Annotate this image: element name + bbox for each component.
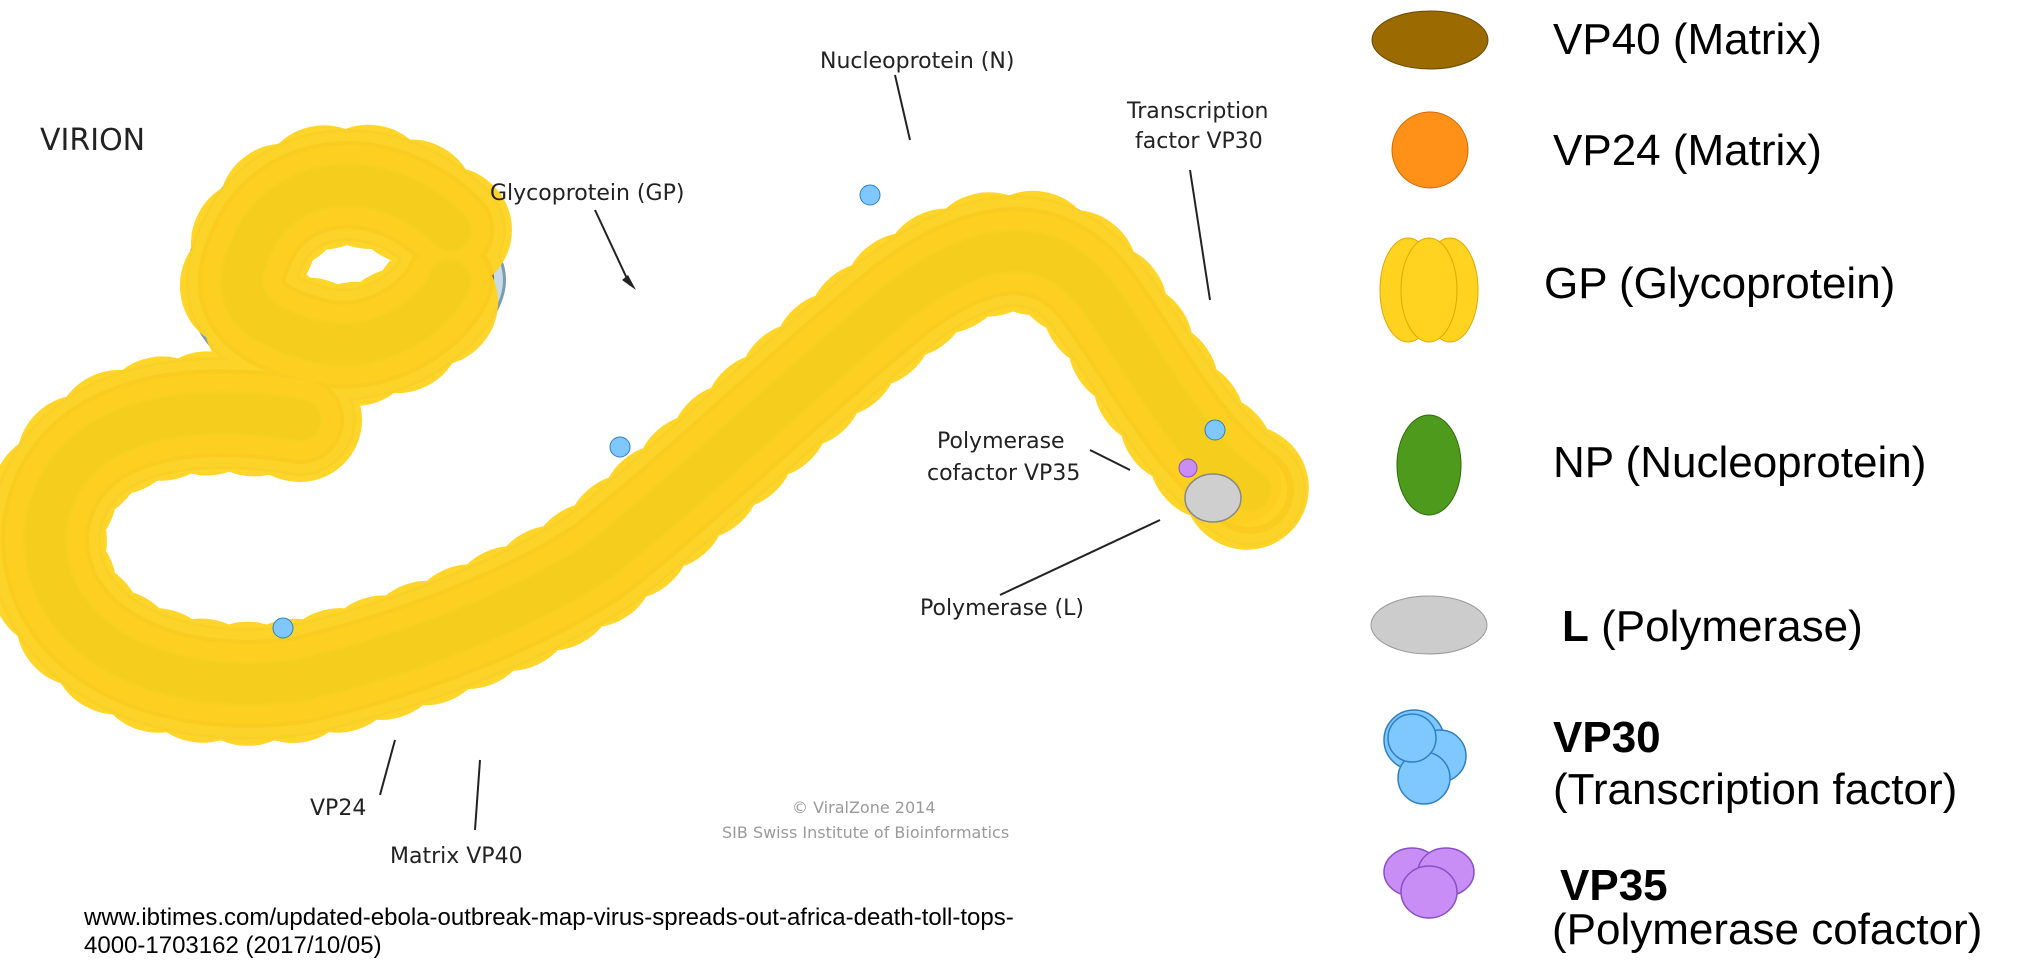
polymerase-particle (1185, 474, 1241, 522)
legend-label-vp40: VP40 (Matrix) (1553, 14, 1822, 66)
legend-label-gp: GP (Glycoprotein) (1544, 258, 1895, 310)
legend: VP40 (Matrix) VP24 (Matrix) GP (Glycopro… (1330, 0, 2037, 957)
label-polymerase-cofactor-line1: Polymerase (937, 429, 1065, 454)
nucleoprotein-icon (1350, 410, 1500, 520)
vp35-particle (1179, 459, 1197, 477)
label-polymerase-cofactor-line2: cofactor VP35 (927, 461, 1080, 486)
polymerase-icon (1350, 585, 1500, 665)
vp35-icon (1350, 840, 1500, 930)
source-citation: www.ibtimes.com/updated-ebola-outbreak-m… (84, 904, 1024, 960)
legend-label-np: NP (Nucleoprotein) (1553, 437, 1926, 489)
vp30-icon (1350, 692, 1500, 812)
vp40-matrix-icon (1350, 0, 1500, 80)
label-polymerase: Polymerase (L) (920, 596, 1084, 621)
legend-text-polymerase: (Polymerase) (1589, 602, 1863, 651)
label-glycoprotein: Glycoprotein (GP) (490, 181, 684, 206)
copyright-line2: SIB Swiss Institute of Bioinformatics (722, 823, 1009, 842)
label-transcription-line2: factor VP30 (1135, 129, 1263, 154)
legend-label-vp24: VP24 (Matrix) (1553, 125, 1822, 177)
legend-bold-vp35-text: VP35 (1560, 861, 1668, 910)
legend-label-vp30: (Transcription factor) (1553, 764, 1957, 816)
legend-bold-l: L (1562, 602, 1589, 651)
label-transcription-line1: Transcription (1126, 99, 1269, 124)
label-vp24: VP24 (310, 796, 366, 821)
vp30-particle (610, 437, 630, 457)
ebola-virion-diagram: VIRION Nucleoprotein (N) Glycoprotein (G… (0, 0, 1330, 900)
copyright-line1: © ViralZone 2014 (792, 798, 936, 817)
legend-bold-vp30: VP30 (1553, 712, 1661, 764)
legend-label-polymerase: L (Polymerase) (1562, 601, 1863, 653)
label-nucleoprotein: Nucleoprotein (N) (820, 49, 1014, 74)
vp30-particle (1205, 420, 1225, 440)
vp30-particle (860, 185, 880, 205)
glycoprotein-icon (1350, 232, 1500, 352)
vp30-particle (273, 618, 293, 638)
glycoprotein-arrowhead (622, 275, 636, 290)
virion-title: VIRION (40, 123, 145, 158)
legend-bold-vp30-text: VP30 (1553, 713, 1661, 762)
vp24-matrix-icon (1350, 105, 1500, 195)
label-matrix-vp40: Matrix VP40 (390, 844, 523, 869)
legend-label-vp35: (Polymerase cofactor) (1552, 904, 1982, 956)
